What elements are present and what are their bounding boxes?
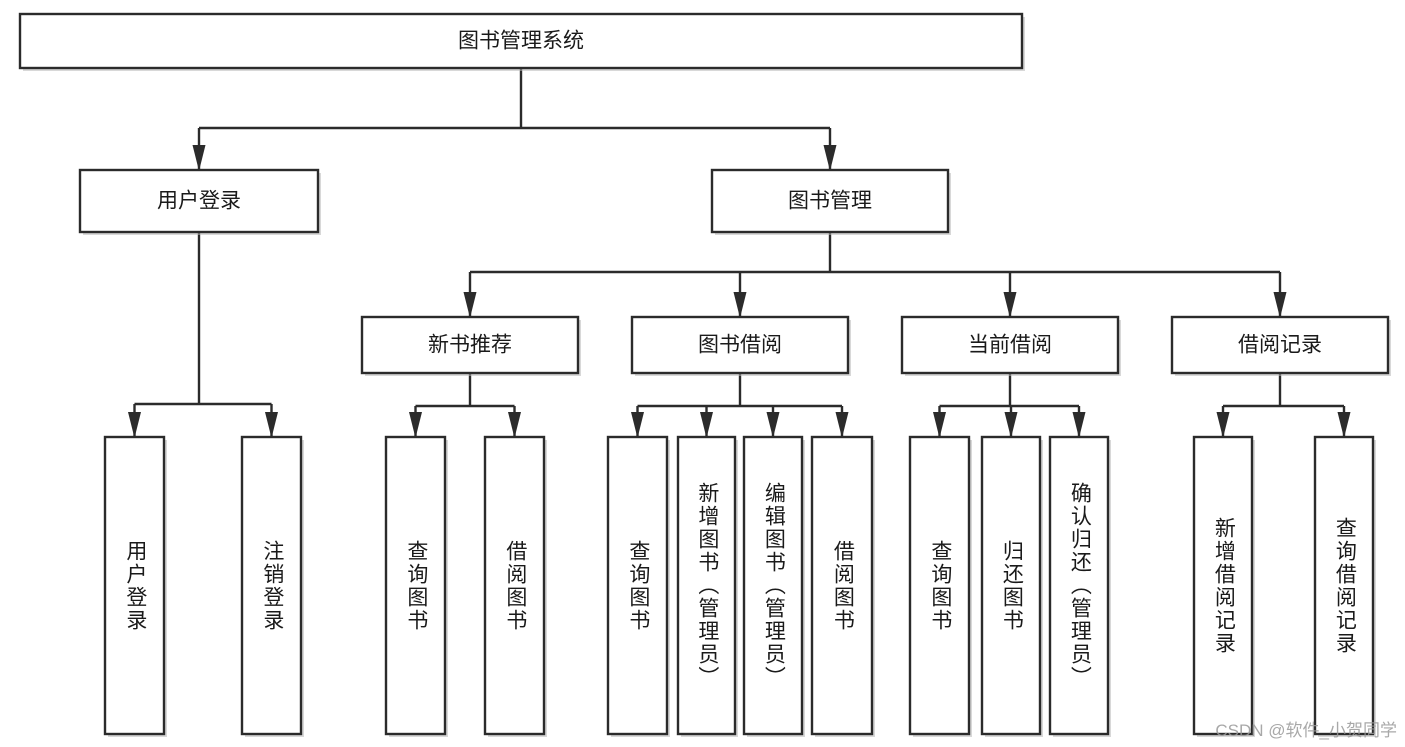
conn-book-borrow-arrowhead-2	[766, 412, 780, 438]
conn-new-book-rec-arrowhead-1	[508, 412, 521, 438]
leaf-leaf-edit-book[interactable]	[742, 435, 804, 736]
conn-current-borrow-arrowhead-2	[1072, 412, 1086, 438]
leaf-leaf-confirm-return[interactable]	[1048, 435, 1110, 736]
node-root[interactable]	[18, 12, 1024, 70]
conn-book-manage-arrowhead-3	[1273, 292, 1287, 318]
node-book-manage[interactable]	[710, 168, 950, 234]
conn-book-manage-arrowhead-1	[733, 292, 747, 318]
conn-borrow-record-arrowhead-0	[1216, 412, 1230, 438]
conn-new-book-rec-arrowhead-0	[409, 412, 422, 438]
node-book-manage-label: 图书管理	[788, 190, 872, 213]
leaf-leaf-query-book-current[interactable]	[908, 435, 971, 736]
connector-layer	[128, 68, 1351, 438]
leaf-leaf-borrow-book[interactable]	[810, 435, 874, 736]
conn-book-borrow-arrowhead-0	[631, 412, 644, 438]
leaf-leaf-borrow-book-rec[interactable]	[483, 435, 546, 736]
leaf-leaf-add-book[interactable]	[676, 435, 737, 736]
conn-book-manage-arrowhead-0	[463, 292, 477, 318]
leaf-leaf-return-book[interactable]	[980, 435, 1042, 736]
leaf-leaf-add-record[interactable]	[1192, 435, 1254, 736]
leaf-leaf-query-book-borrow[interactable]	[606, 435, 669, 736]
node-user-login-label: 用户登录	[157, 190, 241, 213]
leaf-leaf-query-book-rec[interactable]	[384, 435, 447, 736]
node-current-borrow[interactable]	[900, 315, 1120, 375]
node-root-label: 图书管理系统	[458, 30, 584, 53]
node-current-borrow-label: 当前借阅	[968, 334, 1052, 357]
conn-book-borrow-arrowhead-3	[835, 412, 849, 438]
node-book-borrow-label: 图书借阅	[698, 334, 782, 357]
node-book-borrow[interactable]	[630, 315, 850, 375]
leaf-leaf-query-record[interactable]	[1313, 435, 1375, 736]
node-layer	[18, 12, 1391, 737]
conn-borrow-record-arrowhead-1	[1337, 412, 1351, 438]
node-borrow-record-label: 借阅记录	[1238, 334, 1322, 357]
conn-current-borrow-arrowhead-0	[933, 412, 946, 438]
conn-root-arrowhead-1	[823, 145, 837, 171]
leaf-leaf-logout[interactable]	[240, 435, 303, 736]
conn-user-login-arrowhead-0	[128, 412, 141, 438]
node-new-book-rec[interactable]	[360, 315, 580, 375]
conn-book-manage-arrowhead-2	[1003, 292, 1017, 318]
node-new-book-rec-label: 新书推荐	[428, 334, 512, 357]
node-borrow-record[interactable]	[1170, 315, 1390, 375]
node-user-login[interactable]	[78, 168, 320, 234]
leaf-leaf-user-login[interactable]	[103, 435, 166, 736]
conn-current-borrow-arrowhead-1	[1004, 412, 1018, 438]
conn-book-borrow-arrowhead-1	[700, 412, 713, 438]
conn-root-arrowhead-0	[192, 145, 206, 171]
conn-user-login-arrowhead-1	[265, 412, 278, 438]
